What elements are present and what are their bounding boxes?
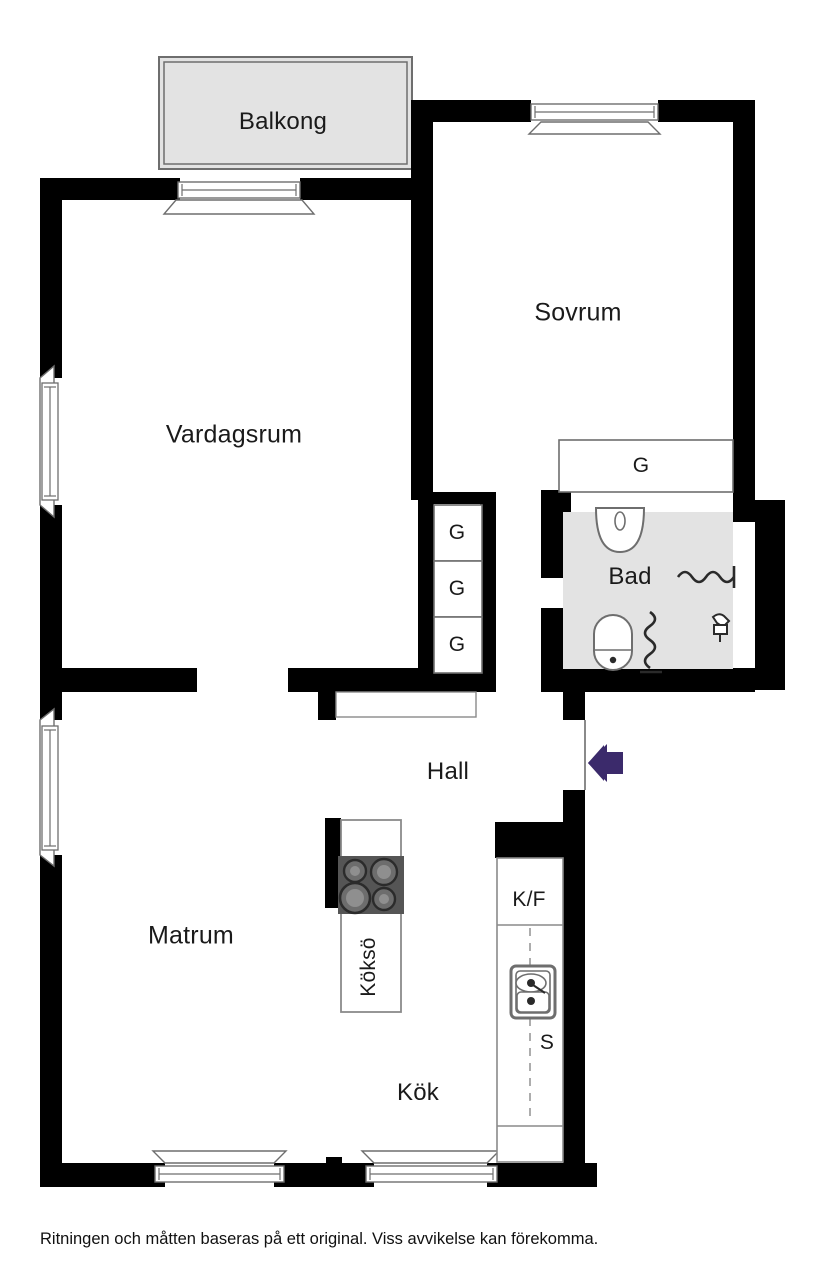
window-livingroom-left bbox=[39, 364, 59, 519]
bathroom-floor bbox=[563, 512, 733, 669]
closet-boxes bbox=[433, 439, 734, 674]
wall-structure bbox=[40, 100, 785, 1187]
room-label-sovrum: Sovrum bbox=[534, 298, 622, 327]
disclaimer-text: Ritningen och måtten baseras på ett orig… bbox=[40, 1230, 599, 1248]
toilet-icon bbox=[593, 614, 633, 671]
entrance-arrow-icon bbox=[588, 742, 623, 784]
balcony-door bbox=[162, 181, 316, 215]
towel-rail-icon bbox=[676, 566, 736, 588]
room-label-kok: Kök bbox=[397, 1079, 439, 1106]
kitchen-island-label: Köksö bbox=[357, 937, 380, 997]
towel-rail-vertical-icon bbox=[640, 610, 662, 674]
window-bottom-right bbox=[360, 1150, 501, 1183]
closet-box-1 bbox=[433, 504, 483, 562]
fridge-freezer-label: K/F bbox=[512, 888, 546, 911]
shower-head-icon bbox=[711, 613, 731, 642]
washbasin-icon bbox=[594, 507, 646, 554]
closet-label-hall-2: G bbox=[448, 577, 466, 600]
kitchen-sink-icon bbox=[509, 964, 557, 1020]
window-bottom-left bbox=[151, 1150, 288, 1183]
kitchen-island bbox=[338, 819, 404, 1013]
stovetop-icon bbox=[338, 856, 404, 915]
closet-box-bad bbox=[558, 439, 734, 493]
window-diningroom-left bbox=[39, 707, 59, 868]
closet-label-hall-3: G bbox=[448, 633, 466, 656]
closet-box-2 bbox=[433, 560, 483, 618]
balcony-slab bbox=[158, 56, 413, 170]
closet-label-bad: G bbox=[632, 454, 650, 477]
room-label-vardagsrum: Vardagsrum bbox=[165, 420, 303, 449]
room-label-bad: Bad bbox=[608, 563, 652, 590]
room-label-hall: Hall bbox=[426, 758, 470, 785]
kitchen-counter-strip bbox=[496, 857, 564, 1163]
closet-label-hall-1: G bbox=[448, 521, 466, 544]
room-label-balkong: Balkong bbox=[238, 108, 328, 135]
window-bedroom bbox=[527, 103, 662, 135]
closet-box-3 bbox=[433, 616, 483, 674]
room-label-matrum: Matrum bbox=[148, 921, 234, 950]
sink-label: S bbox=[539, 1031, 555, 1054]
hall-door-opening bbox=[335, 691, 477, 718]
